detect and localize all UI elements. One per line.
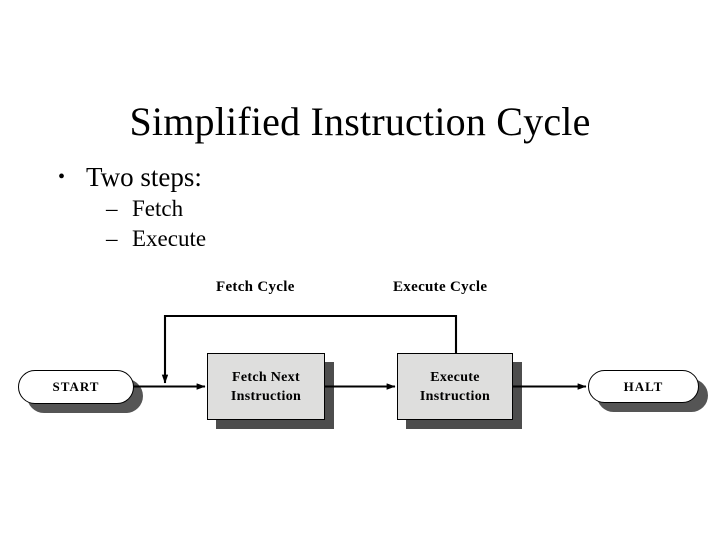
list-item-label: Two steps:	[86, 162, 202, 192]
list-item-label: Fetch	[132, 196, 184, 221]
list-item: • Two steps:	[50, 160, 610, 194]
bullet-list: • Two steps: – Fetch – Execute	[50, 160, 610, 254]
fetch-node-label-line1: Fetch Next	[232, 369, 300, 385]
bullet-marker: •	[58, 166, 66, 188]
list-item: – Execute	[50, 224, 610, 254]
bullet-marker: –	[106, 226, 118, 251]
page-title: Simplified Instruction Cycle	[129, 98, 591, 144]
list-item-label: Execute	[132, 226, 207, 251]
halt-node-label: HALT	[623, 378, 664, 394]
fetch-cycle-label: Fetch Cycle	[216, 279, 295, 295]
start-node[interactable]: START	[18, 370, 134, 404]
execute-node-label-line1: Execute	[430, 369, 480, 385]
list-item: – Fetch	[50, 194, 610, 224]
fetch-node-label-line2: Instruction	[230, 388, 302, 404]
execute-node-label-line2: Instruction	[419, 388, 491, 404]
halt-node[interactable]: HALT	[588, 370, 699, 403]
execute-instruction-node[interactable]: Execute Instruction	[397, 353, 513, 420]
execute-cycle-label: Execute Cycle	[393, 279, 488, 295]
fetch-next-instruction-node[interactable]: Fetch Next Instruction	[207, 353, 325, 420]
start-node-label: START	[52, 379, 100, 394]
bullet-marker: –	[106, 196, 118, 221]
